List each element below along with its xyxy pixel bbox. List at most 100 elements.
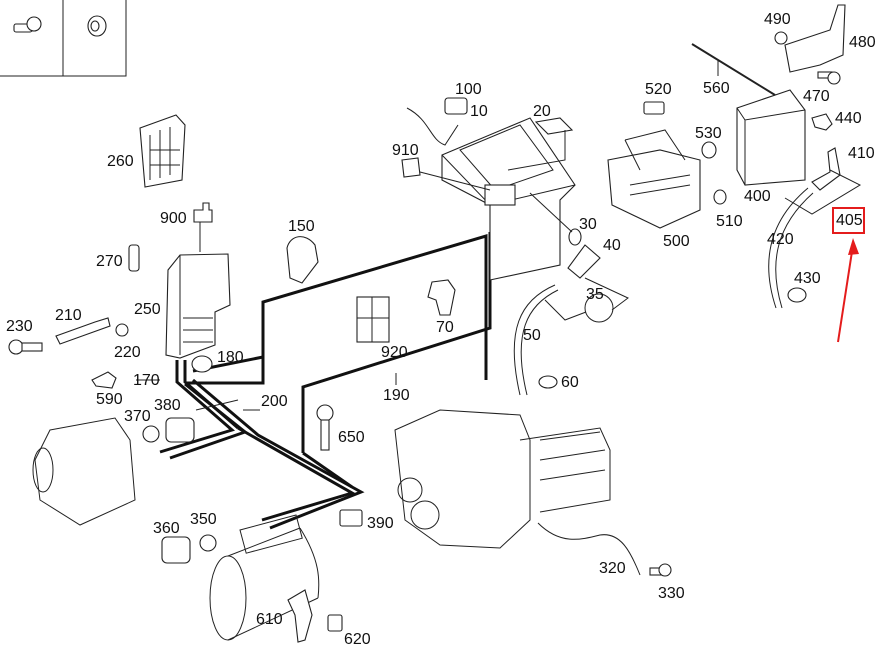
bracket-210[interactable] bbox=[55, 317, 111, 345]
clip-620[interactable] bbox=[327, 614, 343, 632]
bracket-610[interactable] bbox=[287, 589, 313, 643]
relay-150[interactable] bbox=[286, 236, 319, 284]
callout-910[interactable]: 910 bbox=[392, 142, 419, 159]
callout-390[interactable]: 390 bbox=[367, 515, 394, 532]
bracket-590[interactable] bbox=[91, 371, 117, 389]
callout-590[interactable]: 590 bbox=[96, 391, 123, 408]
plug-900[interactable] bbox=[193, 202, 213, 223]
cable-560[interactable] bbox=[691, 43, 776, 96]
callout-330[interactable]: 330 bbox=[658, 585, 685, 602]
bushing-360[interactable] bbox=[161, 536, 191, 564]
cap-30[interactable] bbox=[568, 228, 582, 246]
elbow-410[interactable] bbox=[811, 147, 841, 191]
callout-480[interactable]: 480 bbox=[849, 34, 876, 51]
callout-490[interactable]: 490 bbox=[764, 11, 791, 28]
callout-430[interactable]: 430 bbox=[794, 270, 821, 287]
callout-100[interactable]: 100 bbox=[455, 81, 482, 98]
fuse-box-260[interactable] bbox=[139, 114, 186, 188]
bolt-650[interactable] bbox=[316, 404, 334, 451]
callout-60[interactable]: 60 bbox=[561, 374, 579, 391]
callout-530[interactable]: 530 bbox=[695, 125, 722, 142]
battery-main[interactable] bbox=[441, 117, 576, 281]
tag-910 bbox=[401, 157, 421, 178]
callout-920[interactable]: 920 bbox=[381, 344, 408, 361]
callout-380[interactable]: 380 bbox=[154, 397, 181, 414]
nut-350[interactable] bbox=[199, 534, 217, 552]
callout-180[interactable]: 180 bbox=[217, 349, 244, 366]
callout-10[interactable]: 10 bbox=[470, 103, 488, 120]
callout-220[interactable]: 220 bbox=[114, 344, 141, 361]
engine-transmission[interactable] bbox=[394, 409, 611, 549]
callout-520[interactable]: 520 bbox=[645, 81, 672, 98]
callout-circle-35 bbox=[584, 293, 614, 323]
callout-35[interactable]: 35 bbox=[586, 286, 604, 303]
spacer-270[interactable] bbox=[128, 244, 140, 272]
bolt-470[interactable] bbox=[817, 71, 841, 85]
callout-40[interactable]: 40 bbox=[603, 237, 621, 254]
cap-520[interactable] bbox=[643, 101, 665, 115]
callout-260[interactable]: 260 bbox=[107, 153, 134, 170]
callout-20[interactable]: 20 bbox=[533, 103, 551, 120]
nut-icon bbox=[87, 15, 107, 37]
red-arrow-icon bbox=[837, 238, 859, 343]
ground-cable-320[interactable] bbox=[537, 522, 641, 576]
callout-50[interactable]: 50 bbox=[523, 327, 541, 344]
callout-400[interactable]: 400 bbox=[744, 188, 771, 205]
callout-350[interactable]: 350 bbox=[190, 511, 217, 528]
bracket-70[interactable] bbox=[427, 279, 456, 316]
callout-230[interactable]: 230 bbox=[6, 318, 33, 335]
clip-440[interactable] bbox=[811, 113, 833, 131]
callout-30[interactable]: 30 bbox=[579, 216, 597, 233]
callout-620[interactable]: 620 bbox=[344, 631, 371, 648]
callout-610[interactable]: 610 bbox=[256, 611, 283, 628]
callout-70[interactable]: 70 bbox=[436, 319, 454, 336]
callout-210[interactable]: 210 bbox=[55, 307, 82, 324]
callout-560[interactable]: 560 bbox=[703, 80, 730, 97]
nut-490[interactable] bbox=[774, 31, 788, 45]
tray-500[interactable] bbox=[607, 129, 701, 229]
callout-270[interactable]: 270 bbox=[96, 253, 123, 270]
washer-220[interactable] bbox=[115, 323, 129, 337]
callout-250[interactable]: 250 bbox=[134, 301, 161, 318]
callout-650[interactable]: 650 bbox=[338, 429, 365, 446]
callout-440[interactable]: 440 bbox=[835, 110, 862, 127]
callout-420[interactable]: 420 bbox=[767, 231, 794, 248]
bolt-330[interactable] bbox=[649, 563, 672, 577]
nut-510[interactable] bbox=[713, 189, 727, 205]
nut-370[interactable] bbox=[142, 425, 160, 443]
grommet-60[interactable] bbox=[538, 375, 558, 389]
cap-530[interactable] bbox=[701, 141, 717, 159]
callout-360[interactable]: 360 bbox=[153, 520, 180, 537]
callout-405[interactable]: 405 bbox=[836, 212, 863, 229]
clip-920[interactable] bbox=[356, 296, 390, 343]
callout-190[interactable]: 190 bbox=[383, 387, 410, 404]
callout-200[interactable]: 200 bbox=[261, 393, 288, 410]
module-250[interactable] bbox=[165, 253, 231, 359]
clip-390[interactable] bbox=[339, 509, 363, 527]
callout-170[interactable]: 170 bbox=[133, 372, 160, 389]
battery-sensor[interactable] bbox=[406, 97, 468, 146]
starter-motor[interactable] bbox=[209, 514, 320, 641]
callout-900[interactable]: 900 bbox=[160, 210, 187, 227]
alternator[interactable] bbox=[32, 417, 136, 526]
tag-20 bbox=[534, 117, 574, 135]
callout-500[interactable]: 500 bbox=[663, 233, 690, 250]
elbow-40[interactable] bbox=[567, 244, 601, 279]
bracket-480[interactable] bbox=[784, 4, 846, 73]
callout-410[interactable]: 410 bbox=[848, 145, 875, 162]
bolt-230[interactable] bbox=[8, 339, 43, 355]
callout-labels: 10 20 30 35 40 50 60 70 100 150 170 180 … bbox=[6, 11, 876, 648]
callout-510[interactable]: 510 bbox=[716, 213, 743, 230]
callout-370[interactable]: 370 bbox=[124, 408, 151, 425]
callout-150[interactable]: 150 bbox=[288, 218, 315, 235]
hose-420[interactable] bbox=[768, 187, 814, 309]
grommet-430[interactable] bbox=[787, 287, 807, 303]
bushing-380[interactable] bbox=[165, 417, 195, 443]
callout-470[interactable]: 470 bbox=[803, 88, 830, 105]
grommet-180[interactable] bbox=[191, 355, 213, 373]
callout-320[interactable]: 320 bbox=[599, 560, 626, 577]
hose-50[interactable] bbox=[513, 284, 559, 396]
aux-battery-400[interactable] bbox=[736, 89, 806, 186]
legend-box bbox=[0, 0, 127, 77]
